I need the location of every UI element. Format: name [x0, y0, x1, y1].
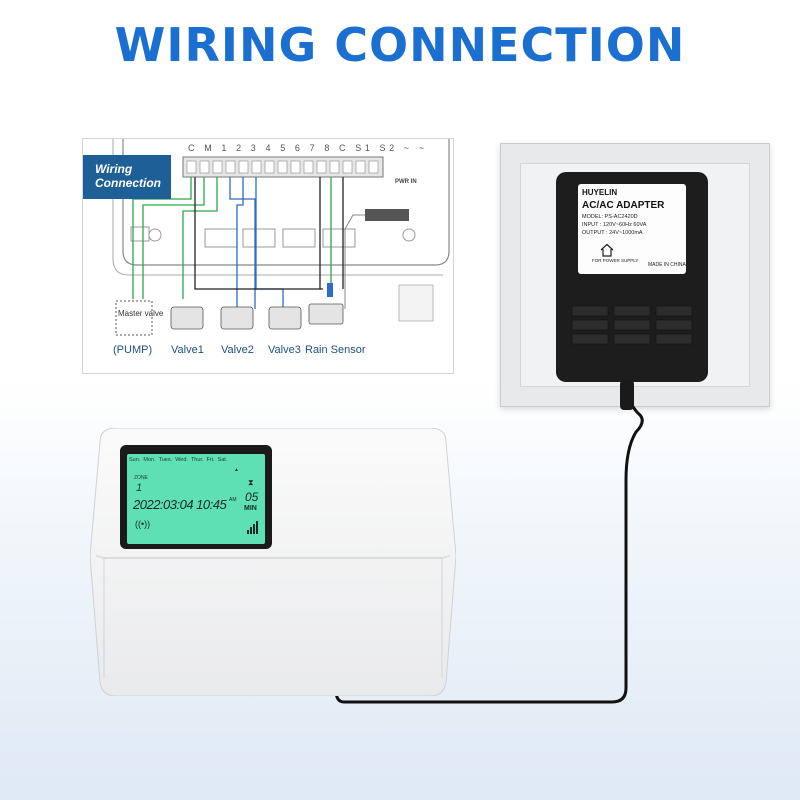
wifi-icon: ((•)) [135, 519, 151, 529]
lcd-datetime: 2022:03:04 10:45 [133, 497, 227, 512]
adapter-spec-output: OUTPUT : 24V~1000mA [582, 230, 643, 236]
lcd-display [127, 454, 265, 544]
diagram-drawing [112, 139, 450, 336]
lcd-minutes: 05 [245, 490, 259, 504]
adapter-ps-label: FOR POWER SUPPLY [592, 258, 639, 263]
caption-valve2: Valve2 [221, 344, 254, 356]
day-thu: Thur. [190, 457, 204, 463]
terminal-labels: C M 1 2 3 4 5 6 7 8 C S1 S2 ~ ~ [188, 143, 428, 153]
lcd-ampm: AM [229, 497, 237, 503]
master-valve-label: Master valve [118, 309, 164, 318]
sprinkler-signal-icon [247, 521, 258, 534]
zone-value: 1 [136, 482, 143, 494]
wiring-diagram: Wiring Connection C M 1 2 3 4 5 6 7 8 C … [82, 138, 454, 374]
adapter-made-in: MADE IN CHINA [648, 262, 686, 268]
day-fri: Fri. [206, 457, 215, 463]
page-title: WIRING CONNECTION [114, 18, 686, 72]
caption-valve1: Valve1 [171, 344, 204, 356]
adapter-brand: HUYELIN [582, 188, 618, 197]
day-mon: Mon. [143, 457, 156, 463]
caption-pump: (PUMP) [113, 344, 153, 356]
adapter-spec-input: INPUT : 120V~60Hz 60VA [582, 222, 647, 228]
hourglass-icon: ⧗ [248, 478, 254, 487]
zone-label: ZONE [134, 475, 148, 481]
pwr-in-label: PWR IN [395, 179, 417, 185]
caption-rain-sensor: Rain Sensor [305, 344, 366, 356]
adapter-title: AC/AC ADAPTER [582, 200, 665, 211]
day-indicator-icon: ▲ [234, 467, 239, 473]
house-icon [600, 243, 614, 257]
day-wed: Wed. [175, 457, 188, 463]
caption-valve3: Valve3 [268, 344, 301, 356]
lcd-days: Sun. Mon. Tues. Wed. Thur. Fri. Sat. [129, 457, 227, 463]
adapter-vents [571, 305, 693, 345]
lcd-min-label: MIN [244, 505, 257, 512]
day-sat: Sat. [217, 457, 228, 463]
day-tue: Tues. [158, 457, 173, 463]
adapter-spec-model: MODEL: PS-AC2420D [582, 214, 638, 220]
day-sun: Sun. [129, 457, 141, 463]
wiring-connection-badge: Wiring Connection [83, 155, 171, 199]
adapter-label [578, 184, 686, 274]
